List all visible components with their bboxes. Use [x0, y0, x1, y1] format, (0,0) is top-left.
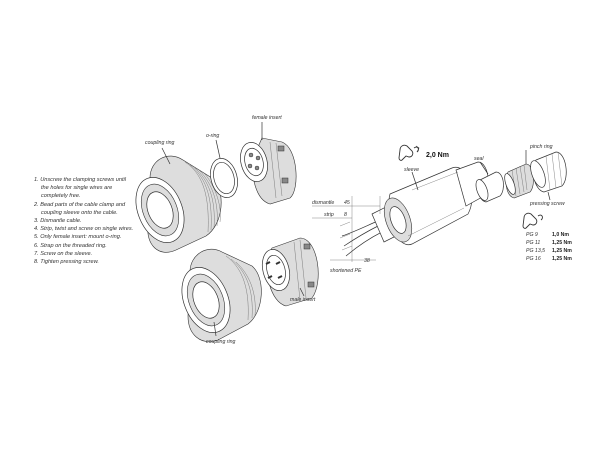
torque-size: PG 11: [526, 240, 540, 246]
label-female-insert: female insert: [252, 115, 282, 121]
instruction-line: completely free.: [41, 193, 81, 200]
instruction-line: the holes for single wires are: [41, 185, 113, 192]
label-coupling-ring-bottom: coupling ring: [206, 339, 236, 345]
torque-size: PG 9: [526, 232, 538, 238]
assembly-instructions: 1. Unscrew the clamping screws until the…: [34, 176, 169, 266]
sleeve: [383, 161, 489, 246]
pinch-ring: [504, 150, 534, 199]
torque-value: 1,0 Nm: [552, 232, 569, 238]
instruction-line: 1. Unscrew the clamping screws until: [34, 177, 127, 183]
torque-size: PG 16: [526, 256, 541, 262]
instruction-line: 3. Dismantle cable.: [34, 218, 82, 225]
label-strip: strip: [324, 212, 334, 218]
male-insert: [261, 237, 319, 307]
instruction-line: 7. Screw on the sleeve.: [34, 250, 93, 257]
value-dismantle: 45: [344, 200, 350, 206]
instruction-line: 8. Tighten pressing screw.: [34, 259, 99, 266]
dimension-lines: [312, 196, 381, 262]
wrench-icon: [522, 212, 543, 229]
label-dismantle: dismantle: [312, 200, 334, 206]
instruction-line: 4. Strip, twist and screw on single wire…: [34, 226, 134, 233]
instruction-line: 6. Strap on the threaded ring.: [34, 242, 107, 249]
value-strip: 8: [344, 212, 347, 218]
o-ring: [210, 139, 238, 198]
label-shortened-pe: shortened PE: [330, 268, 362, 274]
label-seal: seal: [474, 156, 484, 162]
label-pressing-screw: pressing screw: [529, 201, 566, 207]
torque-value: 1,25 Nm: [552, 248, 572, 254]
instruction-line: 2. Bead parts of the cable clamp and: [34, 201, 126, 208]
torque-table: PG 9 1,0 Nm PG 11 1,25 Nm PG 13,5 1,25 N…: [526, 232, 572, 262]
label-coupling-ring-top: coupling ring: [145, 140, 175, 146]
wrench-icon: [398, 144, 420, 161]
torque-value: 1,25 Nm: [552, 256, 572, 262]
label-male-insert: male insert: [290, 297, 316, 303]
label-sleeve: sleeve: [404, 167, 419, 173]
label-o-ring: o-ring: [206, 133, 219, 139]
seal: [475, 161, 504, 203]
instruction-line: 5. Only female insert: mount o-ring.: [34, 234, 122, 241]
sleeve-torque-value: 2,0 Nm: [426, 152, 449, 159]
pressing-screw: [530, 151, 567, 201]
coupling-ring-top: [135, 147, 222, 253]
coupling-ring-bottom: [181, 248, 262, 342]
torque-value: 1,25 Nm: [552, 240, 572, 246]
instruction-line: coupling sleeve onto the cable.: [41, 209, 118, 216]
female-insert: [240, 122, 297, 205]
torque-size: PG 13,5: [526, 248, 545, 254]
label-pinch-ring: pinch ring: [529, 144, 553, 150]
value-shortened-pe: 38: [364, 258, 370, 264]
